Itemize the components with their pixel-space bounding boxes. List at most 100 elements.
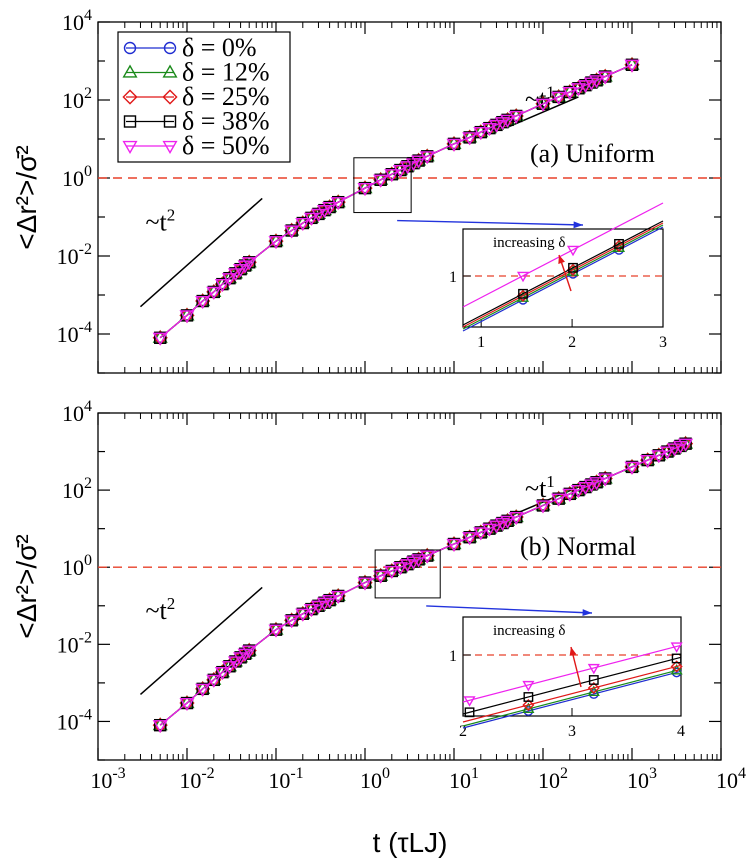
data-point bbox=[284, 615, 300, 629]
inset-data-point bbox=[670, 642, 683, 653]
series-triangle-down bbox=[152, 59, 640, 346]
legend-marker bbox=[162, 140, 178, 155]
legend-marker bbox=[163, 41, 177, 55]
data-point bbox=[562, 488, 578, 502]
inset-data-point bbox=[516, 289, 530, 302]
data-point bbox=[373, 570, 389, 584]
inset-series-square bbox=[462, 653, 682, 718]
data-point bbox=[295, 608, 311, 622]
inset-x-tick-label: 1 bbox=[477, 334, 485, 351]
data-point bbox=[195, 680, 211, 694]
data-point bbox=[500, 515, 516, 529]
data-point bbox=[589, 75, 605, 89]
data-point bbox=[227, 268, 243, 282]
inset-series-line bbox=[462, 656, 682, 715]
x-tick-label: 100 bbox=[360, 765, 390, 793]
inset-data-point bbox=[568, 262, 578, 273]
inset-data-point bbox=[612, 239, 626, 252]
data-point bbox=[508, 511, 524, 526]
legend-marker bbox=[162, 64, 178, 78]
data-point bbox=[392, 562, 408, 576]
y-tick-label: 102 bbox=[62, 475, 92, 503]
legend: δ = 0%δ = 12%δ = 25%δ = 38%δ = 50% bbox=[117, 31, 291, 163]
data-point bbox=[597, 71, 613, 85]
slope-guide-label: ~t2 bbox=[145, 594, 175, 625]
data-point bbox=[268, 624, 284, 638]
inset-data-point bbox=[522, 680, 535, 692]
data-point bbox=[392, 164, 408, 179]
data-point bbox=[206, 283, 222, 298]
data-point bbox=[268, 236, 284, 250]
inset-data-point bbox=[614, 238, 624, 249]
legend-label: δ = 12% bbox=[182, 58, 270, 87]
y-tick-label: 104 bbox=[62, 398, 92, 426]
data-point bbox=[488, 520, 504, 534]
y-tick-label: 102 bbox=[62, 85, 92, 113]
inset-y-tick-label: 1 bbox=[449, 648, 457, 665]
legend-marker bbox=[122, 64, 138, 78]
data-point bbox=[330, 197, 346, 211]
data-point bbox=[473, 527, 489, 541]
data-point bbox=[284, 612, 300, 626]
x-tick-label: 10-1 bbox=[268, 765, 303, 793]
inset-series-line bbox=[462, 226, 664, 332]
inset-series-line bbox=[462, 222, 664, 328]
data-point bbox=[268, 621, 284, 635]
data-point bbox=[179, 697, 195, 712]
inset-data-point bbox=[671, 653, 682, 664]
inset-series-line bbox=[462, 202, 664, 308]
data-point bbox=[295, 217, 311, 232]
series-triangle-down bbox=[152, 438, 694, 734]
data-point bbox=[597, 473, 613, 487]
data-point bbox=[640, 455, 656, 469]
data-point bbox=[322, 595, 338, 609]
x-axis-label: t (τLJ) bbox=[373, 827, 448, 858]
data-point bbox=[481, 123, 497, 137]
inset-data-point bbox=[516, 271, 530, 283]
data-point bbox=[357, 183, 373, 197]
data-point bbox=[152, 332, 168, 346]
legend-marker bbox=[122, 89, 138, 105]
data-point bbox=[411, 155, 427, 169]
data-point bbox=[570, 485, 586, 499]
inset-x-tick-label: 2 bbox=[568, 334, 576, 351]
zoom-arrow bbox=[426, 605, 593, 614]
inset-series-line bbox=[462, 664, 682, 723]
data-point bbox=[551, 91, 567, 105]
data-point bbox=[206, 671, 222, 685]
data-point bbox=[152, 720, 168, 734]
data-point bbox=[284, 225, 300, 239]
inset-data-point bbox=[588, 675, 599, 685]
data-point bbox=[624, 59, 640, 73]
inset-y-tick-label: 1 bbox=[449, 269, 457, 286]
legend-label: δ = 0% bbox=[182, 33, 257, 62]
increasing-delta-arrow-head bbox=[558, 255, 565, 264]
inset-series-line bbox=[462, 224, 664, 330]
legend-label: δ = 25% bbox=[182, 82, 270, 111]
plot-frame bbox=[97, 21, 722, 374]
inset-data-point bbox=[518, 288, 528, 299]
data-point bbox=[419, 550, 435, 564]
data-point bbox=[500, 114, 516, 128]
y-tick-label: 100 bbox=[62, 552, 92, 580]
data-point bbox=[589, 477, 605, 491]
y-axis-label: <Δr²>/σ̄² bbox=[11, 534, 42, 638]
inset-frame bbox=[462, 228, 664, 328]
zoom-arrow-head bbox=[573, 221, 583, 229]
data-point bbox=[357, 577, 373, 591]
inset-series-line bbox=[462, 220, 664, 326]
inset-series-line bbox=[462, 644, 682, 703]
inset-series-triangle-down bbox=[462, 202, 664, 308]
x-tick-label: 101 bbox=[449, 765, 479, 793]
data-point bbox=[446, 138, 462, 152]
zoom-arrow bbox=[397, 219, 584, 226]
data-point bbox=[577, 80, 593, 94]
x-tick-label: 102 bbox=[538, 765, 568, 793]
inset-data-point bbox=[566, 245, 580, 257]
panel-label: (b) Normal bbox=[520, 532, 636, 561]
panel-label: (a) Uniform bbox=[530, 139, 655, 168]
data-point bbox=[322, 201, 338, 216]
